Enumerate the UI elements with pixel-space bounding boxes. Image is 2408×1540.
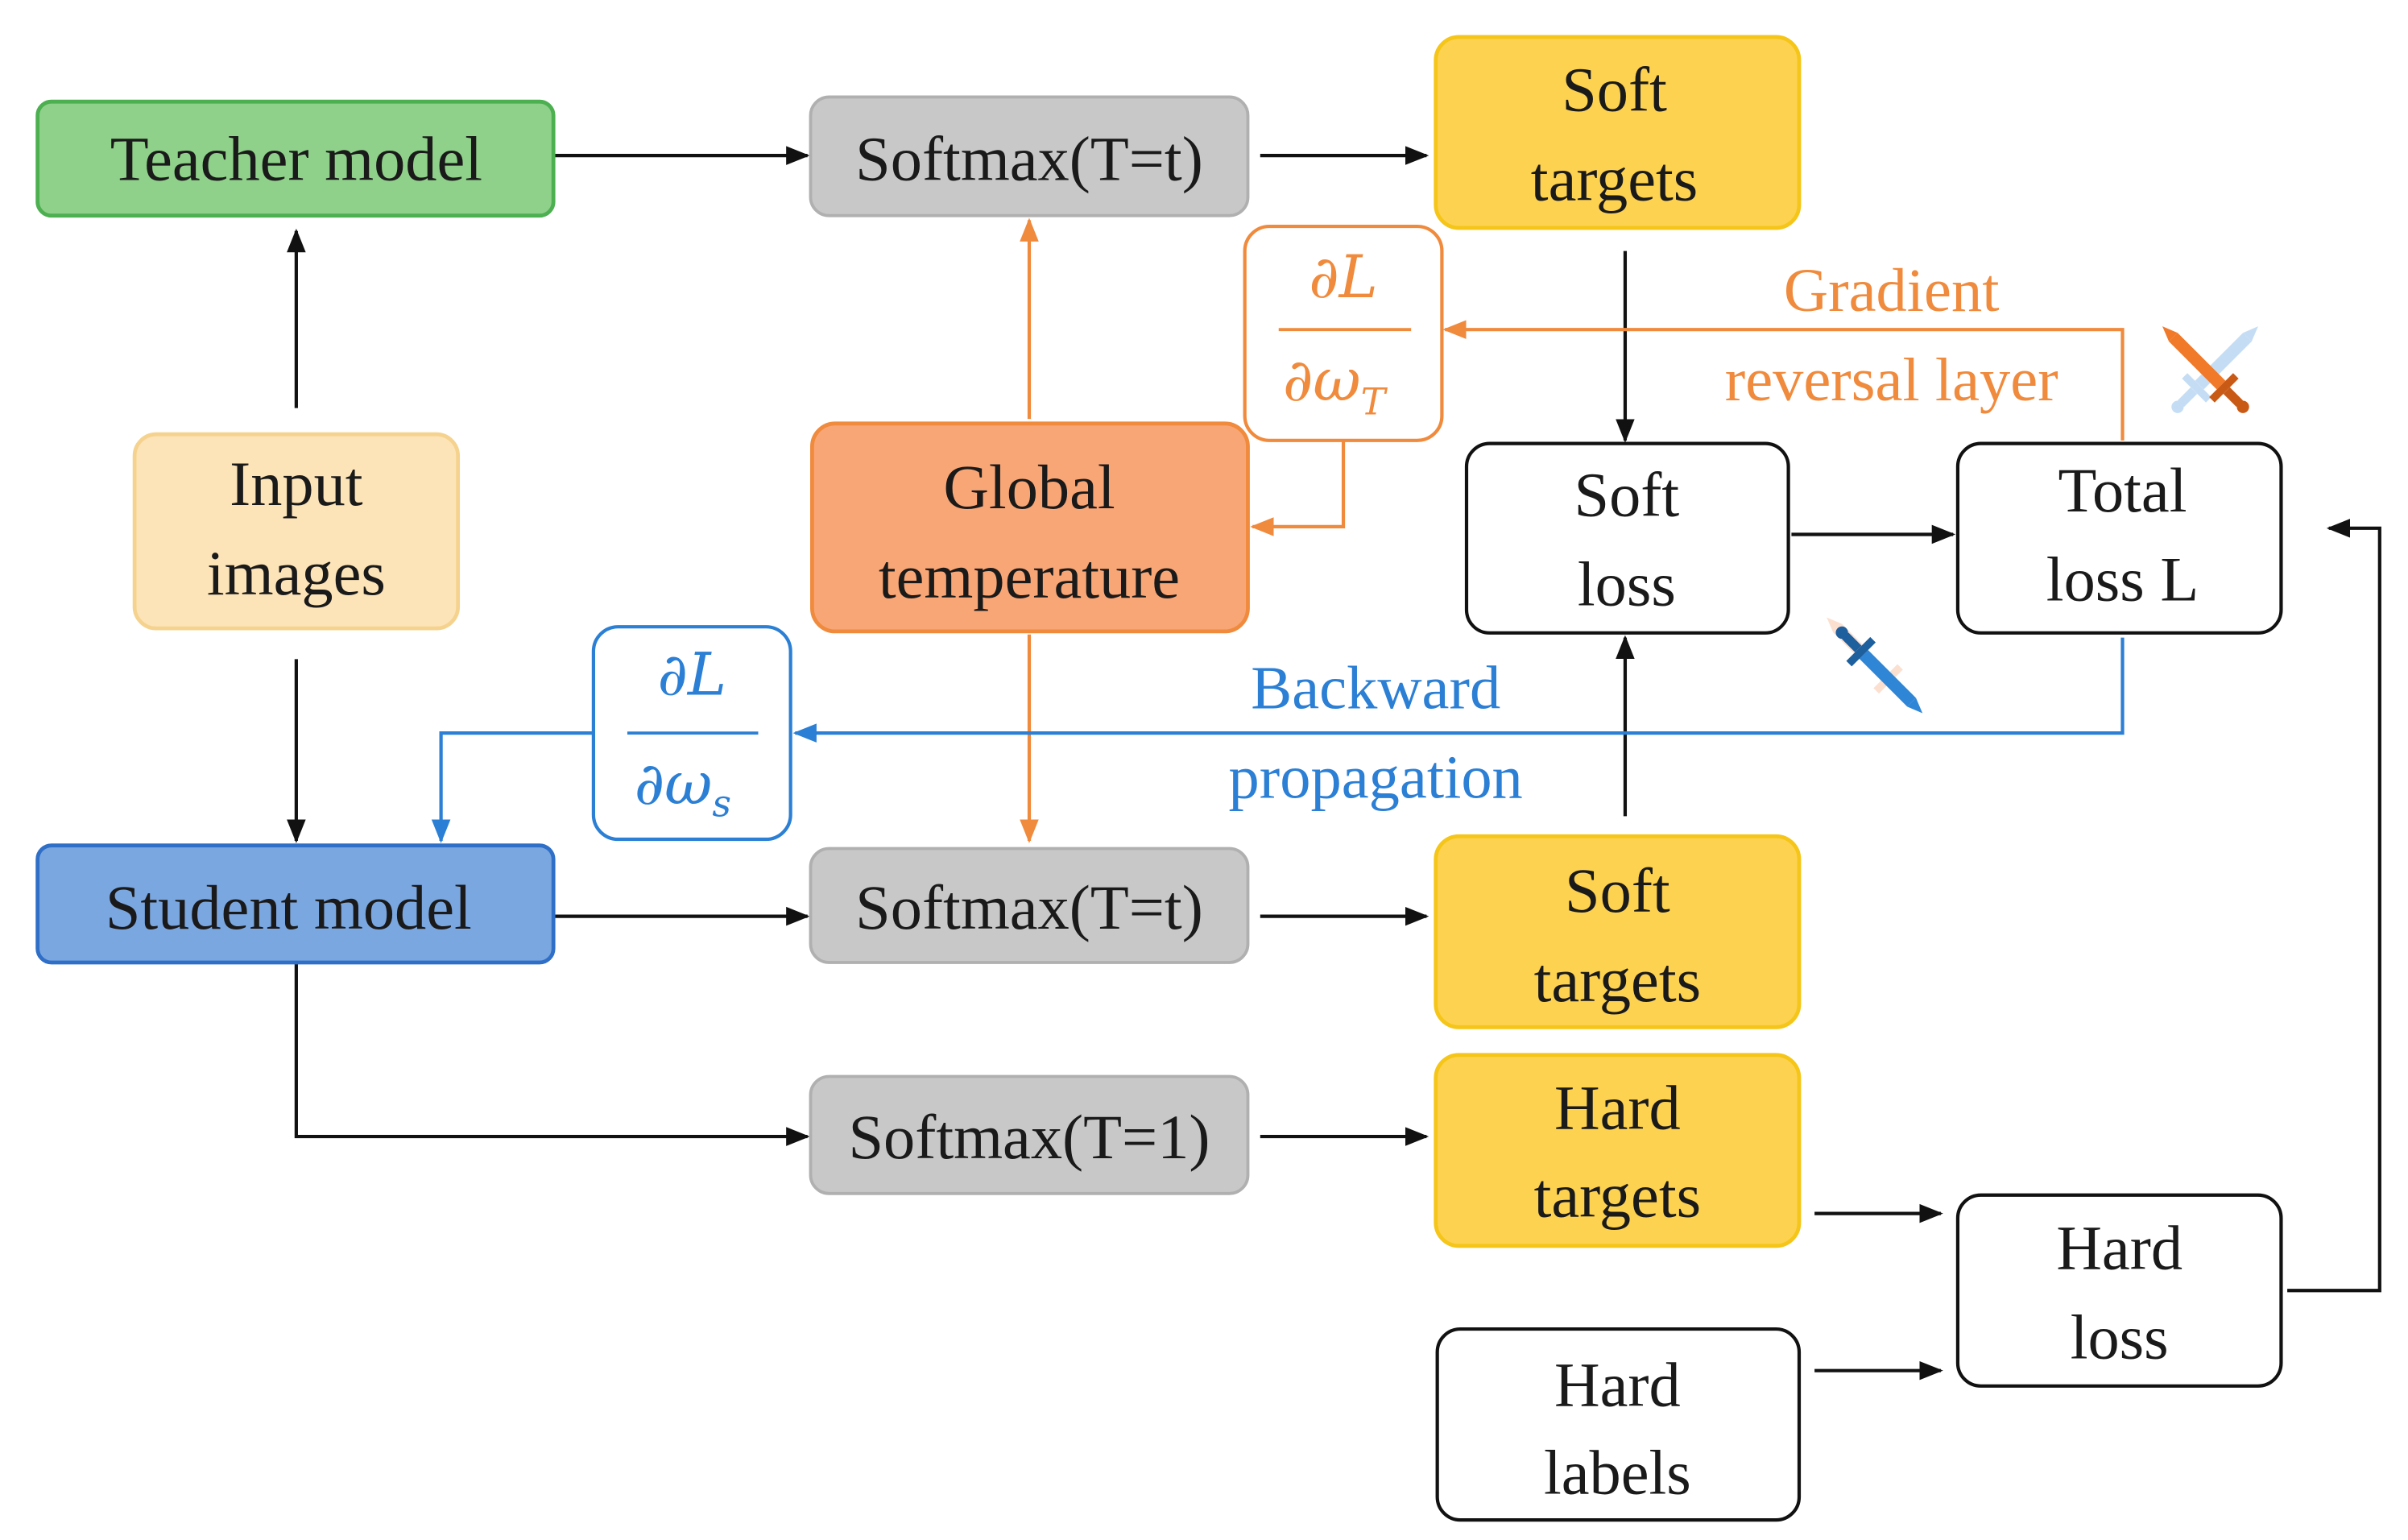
hard-labels-box: Hard labels	[1435, 1327, 1802, 1522]
input-images-line2: images	[207, 538, 386, 608]
soft-targets-student-line1: Soft	[1565, 855, 1670, 925]
temperature-gradient-denominator: ∂ωT	[1283, 347, 1388, 423]
soft-targets-teacher-line2: targets	[1531, 144, 1698, 214]
global-temperature-line1: Global	[943, 452, 1115, 522]
gradient-reversal-line2: reversal layer	[1725, 346, 2058, 414]
softmax-teacher-box: Softmax(T=t)	[809, 95, 1250, 217]
student-gradient-denominator: ∂ωs	[635, 751, 731, 825]
student-gradient-box: ∂L ∂ωs	[591, 625, 792, 842]
teacher-model-label: Teacher model	[110, 124, 482, 194]
softmax-hard-label: Softmax(T=1)	[848, 1102, 1210, 1172]
soft-targets-student-line2: targets	[1534, 945, 1702, 1015]
soft-loss-line2: loss	[1578, 549, 1676, 619]
arrow-hard-loss-to-total-loss	[2287, 519, 2381, 1293]
hard-loss-line1: Hard	[2056, 1212, 2183, 1282]
hard-targets-line1: Hard	[1554, 1072, 1681, 1142]
blue-connectors	[431, 637, 2125, 843]
global-temperature-line2: temperature	[879, 541, 1180, 611]
arrow-total-loss-to-temp-gradient	[1442, 320, 2125, 441]
temperature-gradient-numerator: ∂L	[1309, 244, 1378, 312]
sword-orange-icon	[2162, 326, 2258, 413]
softmax-teacher-label: Softmax(T=t)	[855, 124, 1203, 194]
softmax-hard-box: Softmax(T=1)	[809, 1074, 1250, 1195]
hard-targets-box: Hard targets	[1434, 1053, 1802, 1248]
black-connectors	[287, 146, 2381, 1381]
input-images-box: Input images	[132, 432, 461, 631]
hard-loss-box: Hard loss	[1955, 1193, 2283, 1388]
arrow-temp-gradient-to-temperature	[1250, 440, 1346, 536]
soft-targets-teacher-line1: Soft	[1562, 55, 1667, 125]
student-model-box: Student model	[35, 843, 556, 965]
softmax-student-label: Softmax(T=t)	[855, 872, 1203, 942]
soft-targets-student-box: Soft targets	[1434, 834, 1802, 1029]
soft-loss-line1: Soft	[1574, 460, 1680, 530]
arrow-total-loss-backward	[792, 637, 2125, 743]
teacher-model-box: Teacher model	[35, 99, 556, 218]
hard-targets-line2: targets	[1534, 1160, 1702, 1230]
softmax-student-box: Softmax(T=t)	[809, 847, 1250, 964]
total-loss-line1: Total	[2058, 455, 2187, 525]
student-gradient-numerator: ∂L	[657, 641, 726, 709]
soft-loss-box: Soft loss	[1464, 441, 1790, 635]
hard-labels-line1: Hard	[1554, 1350, 1681, 1420]
hard-labels-line2: labels	[1544, 1438, 1691, 1508]
total-loss-line2: loss L	[2046, 544, 2199, 615]
sword-blue-icon	[1827, 617, 1923, 714]
hard-loss-line2: loss	[2071, 1302, 2169, 1372]
arrow-student-to-softmax-hard	[294, 962, 810, 1146]
arrow-student-gradient-to-student	[431, 731, 592, 843]
student-model-label: Student model	[106, 872, 472, 942]
temperature-gradient-box: ∂L ∂ωT	[1243, 224, 1444, 442]
orange-connectors	[1020, 217, 2125, 843]
backward-propagation-line1: Backward	[1251, 654, 1500, 722]
total-loss-box: Total loss L	[1955, 441, 2283, 635]
input-images-line1: Input	[230, 449, 363, 519]
global-temperature-box: Global temperature	[810, 421, 1250, 634]
soft-targets-teacher-box: Soft targets	[1434, 35, 1802, 230]
backward-propagation-line2: propagation	[1229, 743, 1523, 811]
gradient-reversal-line1: Gradient	[1784, 256, 2000, 325]
